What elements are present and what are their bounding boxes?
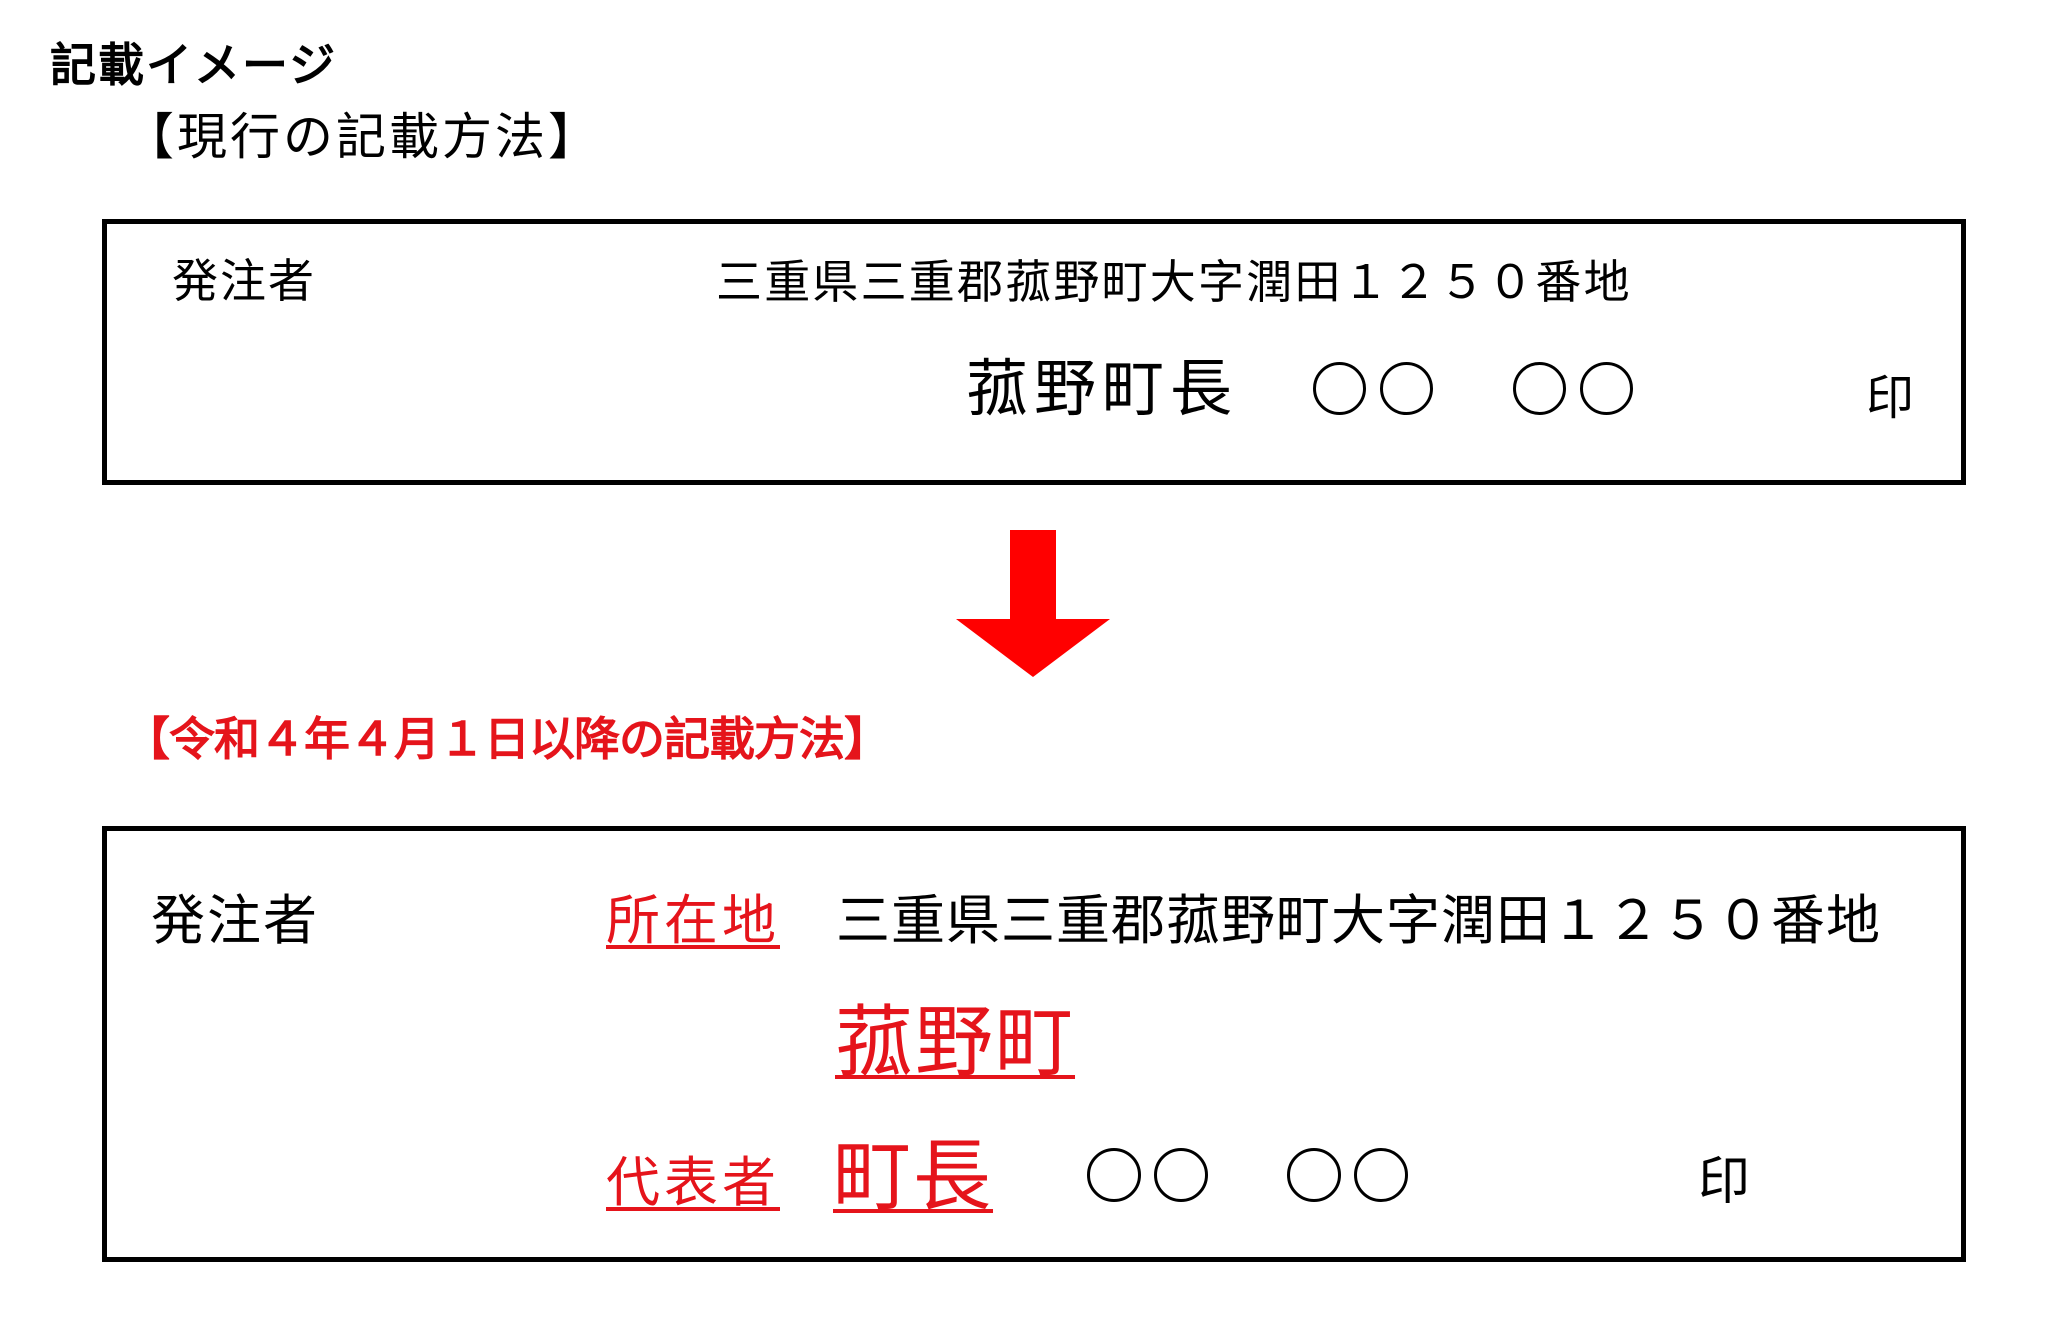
name-placeholder-circle [1580,362,1633,415]
name-placeholder-circle [1380,362,1433,415]
name-placeholder-circle [1087,1148,1141,1202]
new-method-heading: 【令和４年４月１日以降の記載方法】 [124,712,890,766]
current-method-heading: 【現行の記載方法】 [124,108,601,166]
name-placeholder-circle [1513,362,1566,415]
location-label: 所在地 [606,889,780,952]
down-arrow-icon [956,530,1110,677]
name-placeholder-circle [1354,1148,1408,1202]
orderer-label: 発注者 [172,254,316,308]
seal-mark: 印 [1698,1152,1751,1212]
representative-title: 町長 [833,1132,994,1222]
address: 三重県三重郡菰野町大字潤田１２５０番地 [716,255,1632,309]
page-title: 記載イメージ [50,38,338,92]
seal-mark: 印 [1866,370,1915,426]
address: 三重県三重郡菰野町大字潤田１２５０番地 [836,889,1881,952]
name-placeholder-circle [1313,362,1366,415]
representative-label: 代表者 [606,1151,780,1214]
municipality-name: 菰野町 [835,998,1076,1088]
name-placeholder-circle [1154,1148,1208,1202]
name-placeholder-circle [1287,1148,1341,1202]
representative: 菰野町長 [966,352,1239,425]
new-method-box [102,826,1966,1262]
orderer-label: 発注者 [151,889,319,952]
current-method-box [102,219,1966,485]
